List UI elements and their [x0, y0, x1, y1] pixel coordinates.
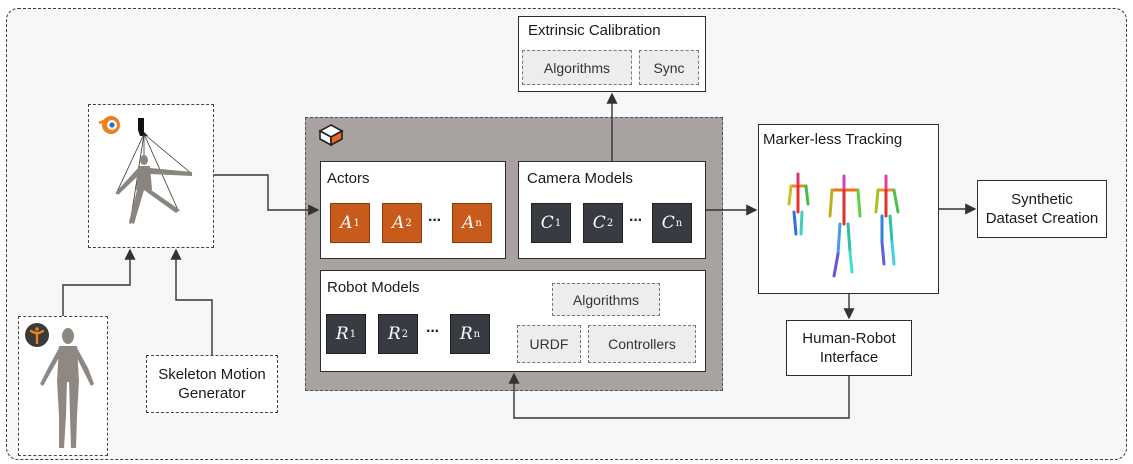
actors-title: Actors [327, 170, 370, 187]
arrow-skeleton-to-retarget [170, 248, 213, 355]
camera-sub-2: 2 [606, 217, 614, 229]
synthetic-dataset-label: Synthetic Dataset Creation [985, 191, 1099, 227]
blender-icon [98, 116, 120, 134]
robot-symbol-2: R [387, 324, 401, 344]
human-robot-interface-label: Human-Robot Interface [802, 330, 896, 366]
camera-ellipsis: ··· [629, 212, 643, 229]
skeleton-motion-generator-label: Skeleton Motion Generator [158, 366, 266, 402]
actor-sub-n: n [475, 217, 482, 229]
actor-sub-1: 1 [353, 217, 360, 229]
robot-ellipsis: ··· [426, 323, 440, 340]
arrow-human-to-retarget [62, 248, 136, 316]
urdf-box: URDF [517, 325, 581, 363]
markerless-tracking-title: Marker-less Tracking [763, 131, 903, 148]
markerless-tracking-box [758, 124, 939, 294]
camera-symbol-1: C [540, 213, 554, 233]
extrinsic-calibration-title: Extrinsic Calibration [528, 22, 661, 39]
robot-algorithms-box: Algorithms [552, 283, 660, 316]
pose-skeletons-illustration [787, 172, 900, 278]
robot-models-title: Robot Models [327, 279, 420, 296]
camera-symbol-2: C [592, 213, 606, 233]
robot-symbol-n: R [459, 324, 473, 344]
camera-symbol-n: C [661, 213, 675, 233]
robot-sub-2: 2 [401, 328, 409, 340]
mocap-puppet-icon [115, 118, 193, 225]
controllers-box: Controllers [588, 325, 696, 363]
actor-symbol-1: A [340, 213, 353, 233]
makehuman-icon [25, 323, 49, 347]
actor-symbol-2: A [392, 213, 405, 233]
camera-sub-n: n [675, 217, 683, 229]
sync-box: Sync [639, 50, 699, 85]
robot-sub-1: 1 [349, 328, 357, 340]
cube-logo-icon [318, 123, 344, 147]
skeleton-motion-generator-box: Skeleton Motion Generator [146, 355, 278, 413]
calibration-algorithms-box: Algorithms [522, 50, 632, 85]
synthetic-dataset-box: Synthetic Dataset Creation [977, 180, 1107, 238]
actor-sub-2: 2 [405, 217, 412, 229]
human-body-illustration [40, 328, 94, 448]
camera-models-title: Camera Models [527, 170, 633, 187]
actor-ellipsis: ··· [428, 212, 442, 229]
robot-sub-n: n [473, 328, 481, 340]
human-robot-interface-box: Human-Robot Interface [786, 320, 912, 376]
camera-sub-1: 1 [554, 217, 562, 229]
arrow-retarget-to-actors [214, 174, 320, 216]
arrow-hri-to-simulation [508, 372, 850, 419]
robot-symbol-1: R [335, 324, 349, 344]
actor-symbol-n: A [462, 213, 475, 233]
